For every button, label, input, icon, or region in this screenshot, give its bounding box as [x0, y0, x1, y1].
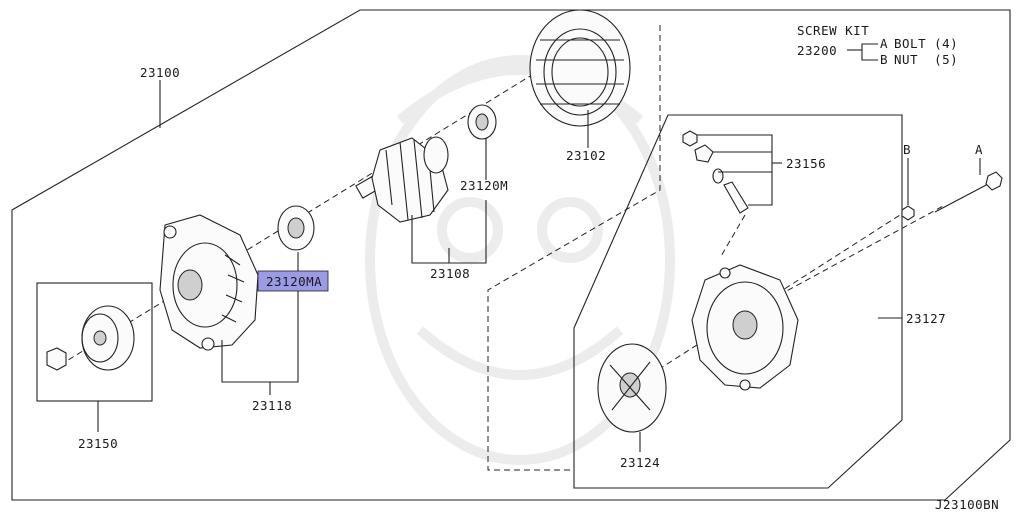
- pulley-frame: [36, 282, 153, 402]
- rear-housing-part: [691, 264, 799, 391]
- rear-bearing-part: [467, 104, 497, 140]
- nut-b-part: [901, 205, 915, 221]
- part-label-23150[interactable]: 23150: [78, 436, 118, 451]
- dashed-housing-outline: [487, 25, 661, 471]
- rear-assembly-frame: [573, 114, 903, 489]
- highlighted-part-box: [257, 270, 329, 292]
- rotor-part: [355, 136, 449, 223]
- front-bearing-part: [277, 205, 315, 251]
- callout-a: A: [975, 142, 983, 157]
- screw-kit-item-a-text: BOLT (4): [894, 36, 958, 51]
- part-label-23108[interactable]: 23108: [430, 266, 470, 281]
- part-label-23102[interactable]: 23102: [566, 148, 606, 163]
- part-label-23118[interactable]: 23118: [252, 398, 292, 413]
- leader-lines: [97, 43, 981, 452]
- front-housing-part: [159, 214, 259, 351]
- plug-axis: [719, 214, 746, 259]
- callout-b: B: [903, 142, 911, 157]
- diagram-code: J23100BN: [935, 497, 999, 511]
- assembly-frame: [11, 9, 1011, 501]
- screw-kit-title: SCREW KIT: [797, 23, 869, 38]
- screw-kit-number[interactable]: 23200: [797, 43, 837, 58]
- terminal-parts: [682, 130, 749, 214]
- bolt-axis: [769, 204, 946, 301]
- rectifier-part: [597, 343, 667, 433]
- bolt-a-part: [934, 171, 1003, 213]
- part-label-23120m[interactable]: 23120M: [460, 178, 508, 193]
- part-label-23120ma[interactable]: 23120MA: [266, 274, 322, 289]
- stator-part: [529, 9, 631, 127]
- screw-kit-item-a-letter: A: [880, 36, 888, 51]
- part-label-23127[interactable]: 23127: [906, 311, 946, 326]
- part-label-23156[interactable]: 23156: [786, 156, 826, 171]
- part-label-23124[interactable]: 23124: [620, 455, 660, 470]
- pulley-part: [46, 305, 135, 371]
- screw-kit-item-b-letter: B: [880, 52, 888, 67]
- screw-kit-legend: SCREW KIT 23200 A BOLT (4) B NUT (5): [797, 23, 958, 67]
- screw-kit-item-b-text: NUT (5): [894, 52, 958, 67]
- part-label-23100[interactable]: 23100: [140, 65, 180, 80]
